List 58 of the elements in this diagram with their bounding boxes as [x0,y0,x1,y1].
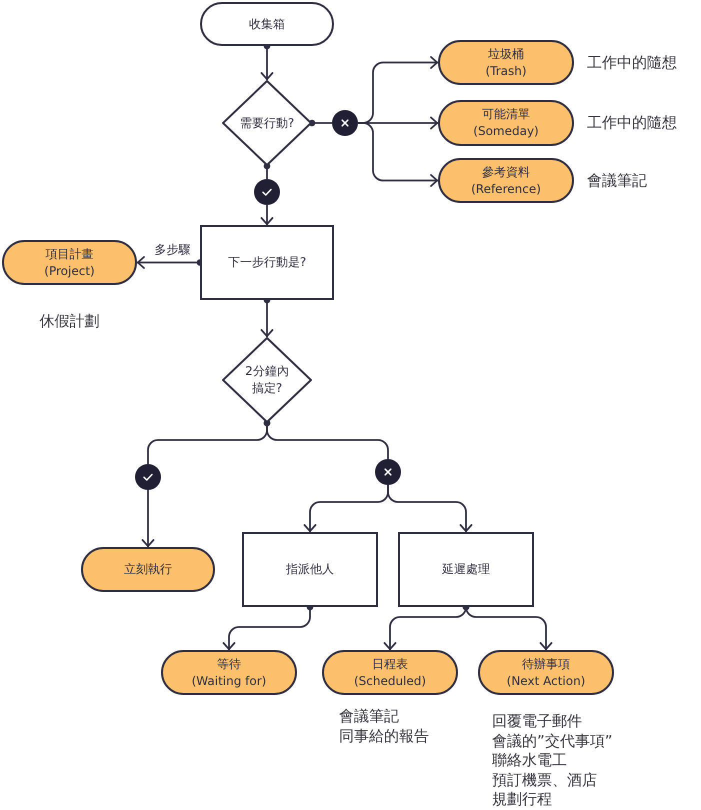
arrow [358,122,438,187]
node-label: 需要行動? [238,114,296,132]
node-label: (Someday) [473,123,539,140]
note-text: 會議筆記 [339,707,399,726]
note-text: 預訂機票、酒店 [492,770,597,790]
check-icon [254,179,280,205]
node-label: 項目計畫 [46,246,94,262]
note-text: 會議筆記 [587,170,647,190]
node-label: 等待 [217,656,241,672]
note-text: 工作中的隨想 [587,113,677,133]
arrow [260,205,274,226]
terminal-pill [438,158,574,203]
node-label: (Trash) [485,62,527,80]
decision-diamond [222,337,312,423]
terminal-pill [478,650,614,695]
connector-line [264,420,389,459]
note-text: 聯絡水電工 [492,751,567,770]
node-label: 待辦事項 [522,656,570,672]
note-text: 工作中的隨想 [587,52,677,72]
node-label: (Reference) [471,180,541,198]
note-text: 同事給的報告 [339,726,429,746]
note-text: 回覆電子郵件 [492,712,582,732]
node-label: 日程表 [372,656,408,672]
process-box [398,532,534,607]
cross-icon [332,110,358,136]
terminal-pill [200,2,334,46]
arrow [142,490,154,548]
node-label: (Next Action) [506,672,586,690]
connector-line [264,162,270,179]
process-box [200,225,334,300]
node-label: 立刻執行 [124,561,172,578]
node-label: 垃圾桶 [488,46,524,62]
cross-icon [375,459,401,485]
terminal-pill [322,650,458,695]
note-text: 休假計劃 [40,312,100,332]
node-label: (Project) [44,262,95,280]
node-label: 下一步行動是? [228,254,306,271]
terminal-pill [161,650,297,695]
process-box [242,532,378,607]
note-text: 規劃行程 [492,790,552,810]
terminal-pill [2,240,137,285]
node-label: (Scheduled) [354,672,426,690]
terminal-pill [438,100,574,146]
node-label: 可能清單 [482,106,530,123]
node-label: 延遲處理 [442,561,490,578]
check-icon [135,464,161,490]
node-label: 2分鐘內搞定? [244,363,290,397]
terminal-pill [438,40,574,85]
edge-label: 多步驟 [152,242,192,257]
note-text: 會議的”交代事項” [492,732,613,751]
node-label: 參考資料 [482,164,530,180]
node-label: (Waiting for) [192,672,266,690]
decision-diamond [222,80,312,166]
connector-line [308,120,332,126]
terminal-pill [81,547,215,592]
node-label: 收集箱 [249,16,285,32]
node-label: 指派他人 [286,561,334,578]
arrow [387,485,472,532]
